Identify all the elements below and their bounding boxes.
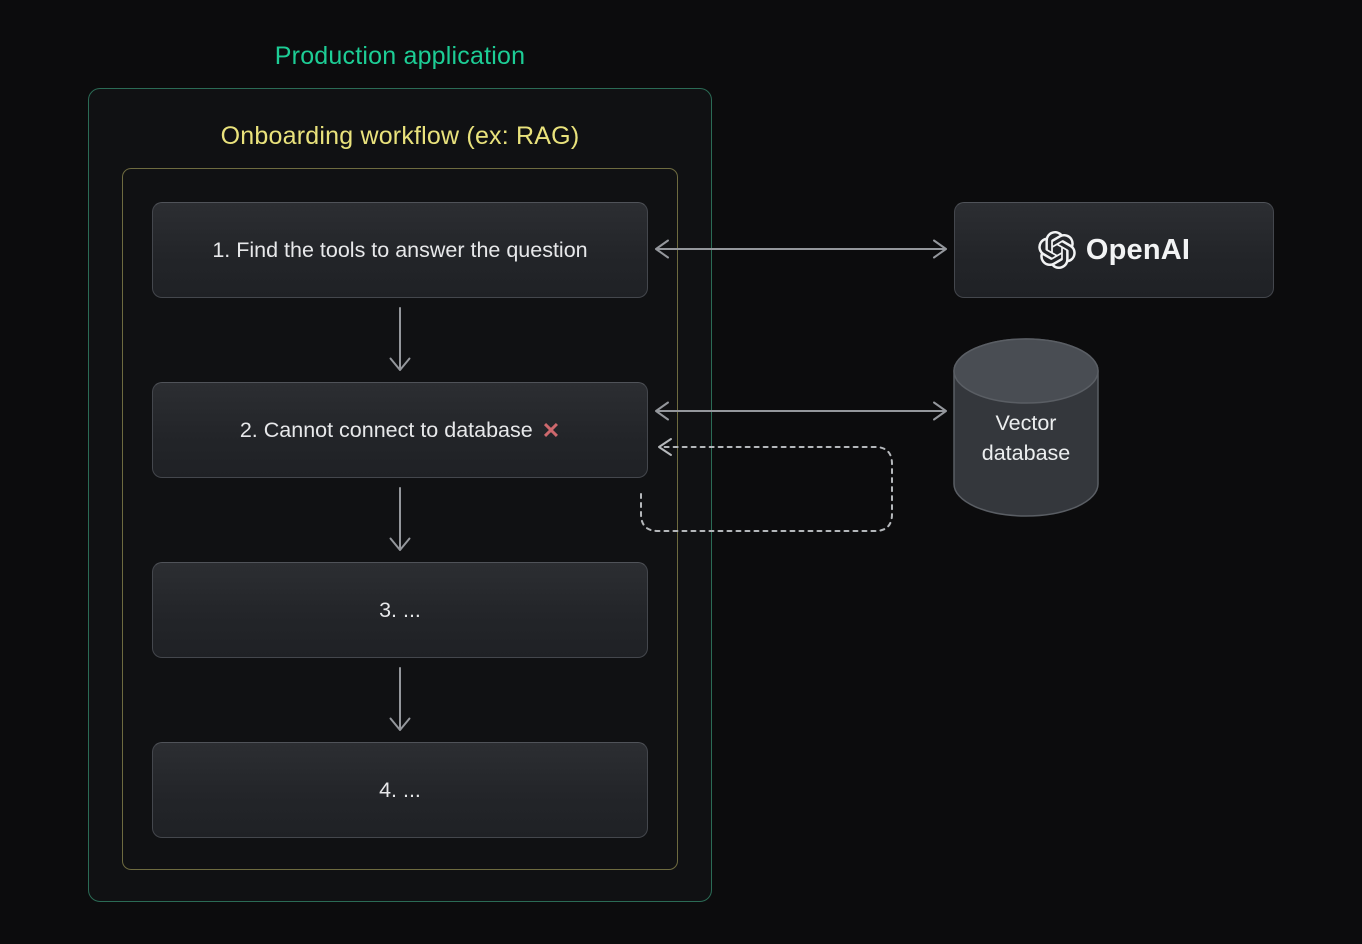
step-card-4: 4. ... [152,742,648,838]
error-x-icon: ✕ [542,420,560,442]
vector-database-label: Vector database [960,408,1092,468]
cylinder-top [954,339,1098,403]
openai-logo-icon [1038,231,1076,269]
step-3-label: 3. ... [379,598,421,623]
step-card-1: 1. Find the tools to answer the question [152,202,648,298]
step-4-label: 4. ... [379,778,421,803]
step-2-label: 2. Cannot connect to database [240,418,533,443]
openai-card: OpenAI [954,202,1274,298]
step-card-2: 2. Cannot connect to database ✕ [152,382,648,478]
step-1-label: 1. Find the tools to answer the question [212,238,587,263]
openai-label: OpenAI [1086,234,1190,267]
onboarding-workflow-title: Onboarding workflow (ex: RAG) [122,122,678,151]
step-card-3: 3. ... [152,562,648,658]
production-application-title: Production application [88,42,712,71]
